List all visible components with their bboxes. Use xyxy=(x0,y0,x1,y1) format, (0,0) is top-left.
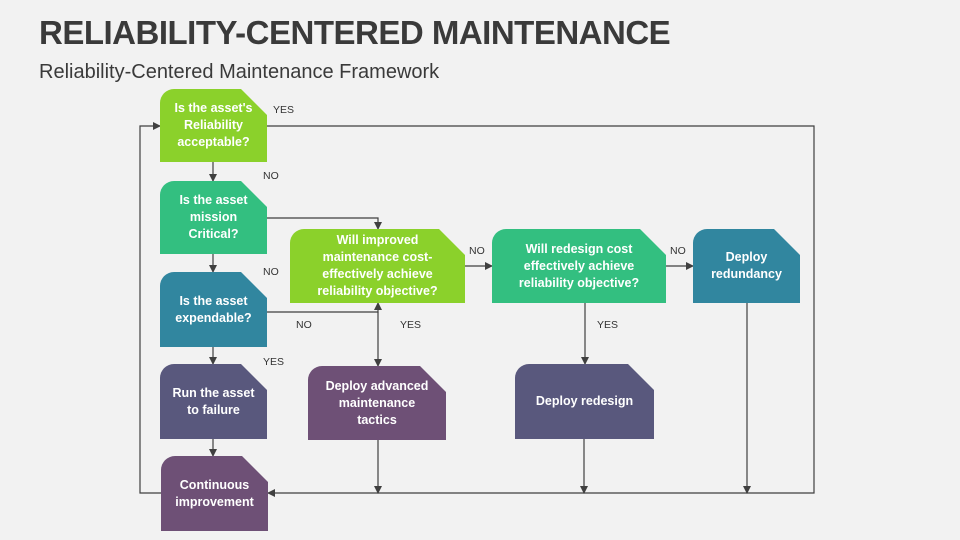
node-run-to-failure: Run the asset to failure xyxy=(160,364,267,439)
connector-3-6 xyxy=(267,302,382,313)
label-yes: YES xyxy=(263,356,285,368)
label-no: NO xyxy=(670,245,686,257)
label-yes: YES xyxy=(273,104,295,116)
node-redesign-cost: Will redesign cost effectively achieve r… xyxy=(492,229,666,303)
label-yes: YES xyxy=(597,319,619,331)
label-no: NO xyxy=(263,266,279,278)
connector-2-6 xyxy=(267,217,382,230)
node-improved-maintenance: Will improved maintenance cost-effective… xyxy=(290,229,465,303)
label-no: NO xyxy=(296,319,312,331)
connector-feedback xyxy=(139,122,161,494)
page-title: RELIABILITY-CENTERED MAINTENANCE xyxy=(39,14,671,51)
node-mission: Is the asset mission Critical? xyxy=(160,181,267,254)
label-no: NO xyxy=(263,170,279,182)
node-redundancy: Deploy redundancy xyxy=(693,229,800,303)
node-continuous: Continuous improvement xyxy=(161,456,268,531)
page-subtitle: Reliability-Centered Maintenance Framewo… xyxy=(39,61,440,83)
connector-yes-loop xyxy=(267,125,815,497)
node-redesign: Deploy redesign xyxy=(515,364,654,439)
label-yes: YES xyxy=(400,319,422,331)
node-expendable: Is the asset expendable? xyxy=(160,272,267,347)
node-advanced-tactics: Deploy advanced maintenance tactics xyxy=(308,366,446,440)
node-reliability: Is the asset's Reliability acceptable? xyxy=(160,89,267,162)
label-no: NO xyxy=(469,245,485,257)
